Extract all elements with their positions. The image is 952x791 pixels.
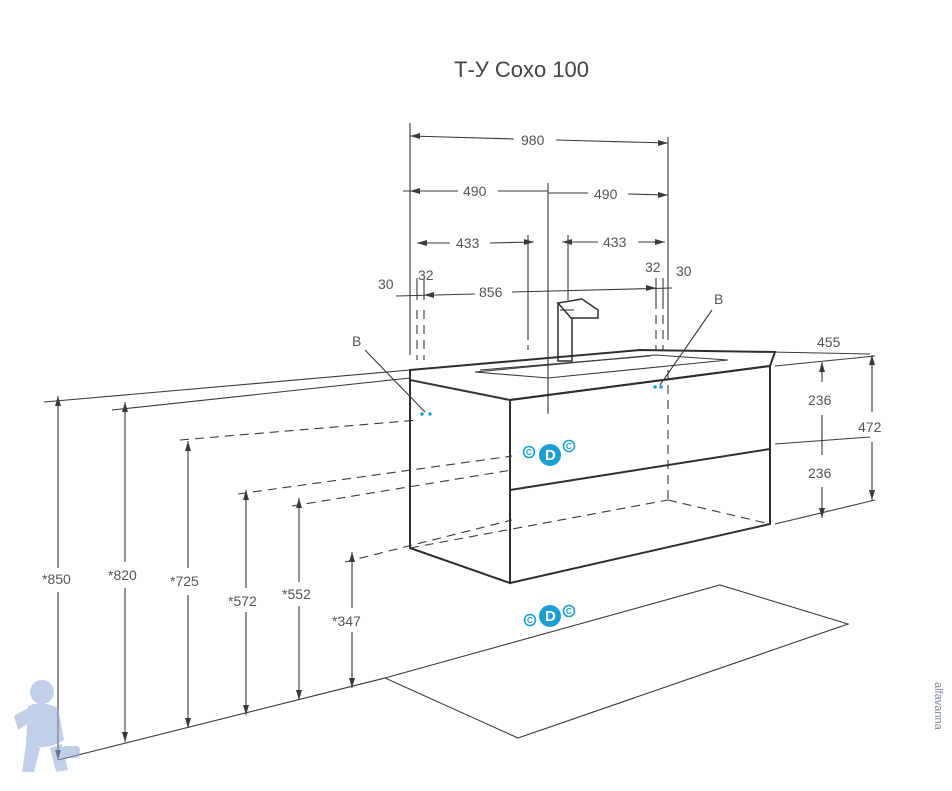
dim-347: *347: [332, 613, 361, 629]
dim-820: *820: [108, 567, 137, 583]
dim-30-left: 30: [378, 276, 394, 292]
dim-236-bottom: 236: [808, 465, 832, 481]
faucet-icon: [556, 298, 599, 362]
svg-text:C: C: [566, 442, 572, 451]
right-dimensions: 455 236 236 472: [774, 334, 882, 525]
svg-text:C: C: [527, 616, 533, 625]
dim-236-top: 236: [808, 392, 832, 408]
label-b-right: B: [714, 291, 723, 307]
water-supply-labels: B B: [352, 291, 723, 416]
dim-490-right: 490: [594, 186, 618, 202]
dim-433-left: 433: [456, 235, 480, 251]
dim-472: 472: [858, 419, 882, 435]
dim-980: 980: [521, 132, 545, 148]
vanity-cabinet: [409, 348, 871, 585]
svg-text:C: C: [526, 448, 532, 457]
floor-drain-marker-icon: C D C: [523, 604, 576, 627]
drain-marker-icon: C D C: [522, 439, 576, 466]
dim-32-left: 32: [418, 267, 434, 283]
svg-text:D: D: [545, 447, 556, 464]
svg-text:C: C: [566, 607, 572, 616]
dim-32-right: 32: [645, 259, 661, 275]
dim-572: *572: [228, 593, 257, 609]
svg-text:D: D: [545, 608, 556, 625]
dim-856: 856: [479, 284, 503, 300]
height-dimensions: *850 *820 *725 *572 *552 *347: [42, 369, 513, 761]
dim-30-right: 30: [676, 263, 692, 279]
dim-490-left: 490: [463, 183, 487, 199]
plumber-mascot-icon: [14, 680, 80, 772]
dim-850: *850: [42, 571, 71, 587]
floor-footprint: [383, 584, 850, 739]
label-b-left: B: [352, 333, 361, 349]
dim-552: *552: [282, 586, 311, 602]
dim-433-right: 433: [603, 234, 627, 250]
top-dimensions: 980 490 490 433 433 856 30 32 32 30: [378, 123, 692, 420]
watermark: alfavanna: [932, 682, 944, 731]
dim-455: 455: [817, 334, 841, 350]
diagram-title: Т-У Coxo 100: [454, 57, 589, 82]
dim-725: *725: [170, 573, 199, 589]
